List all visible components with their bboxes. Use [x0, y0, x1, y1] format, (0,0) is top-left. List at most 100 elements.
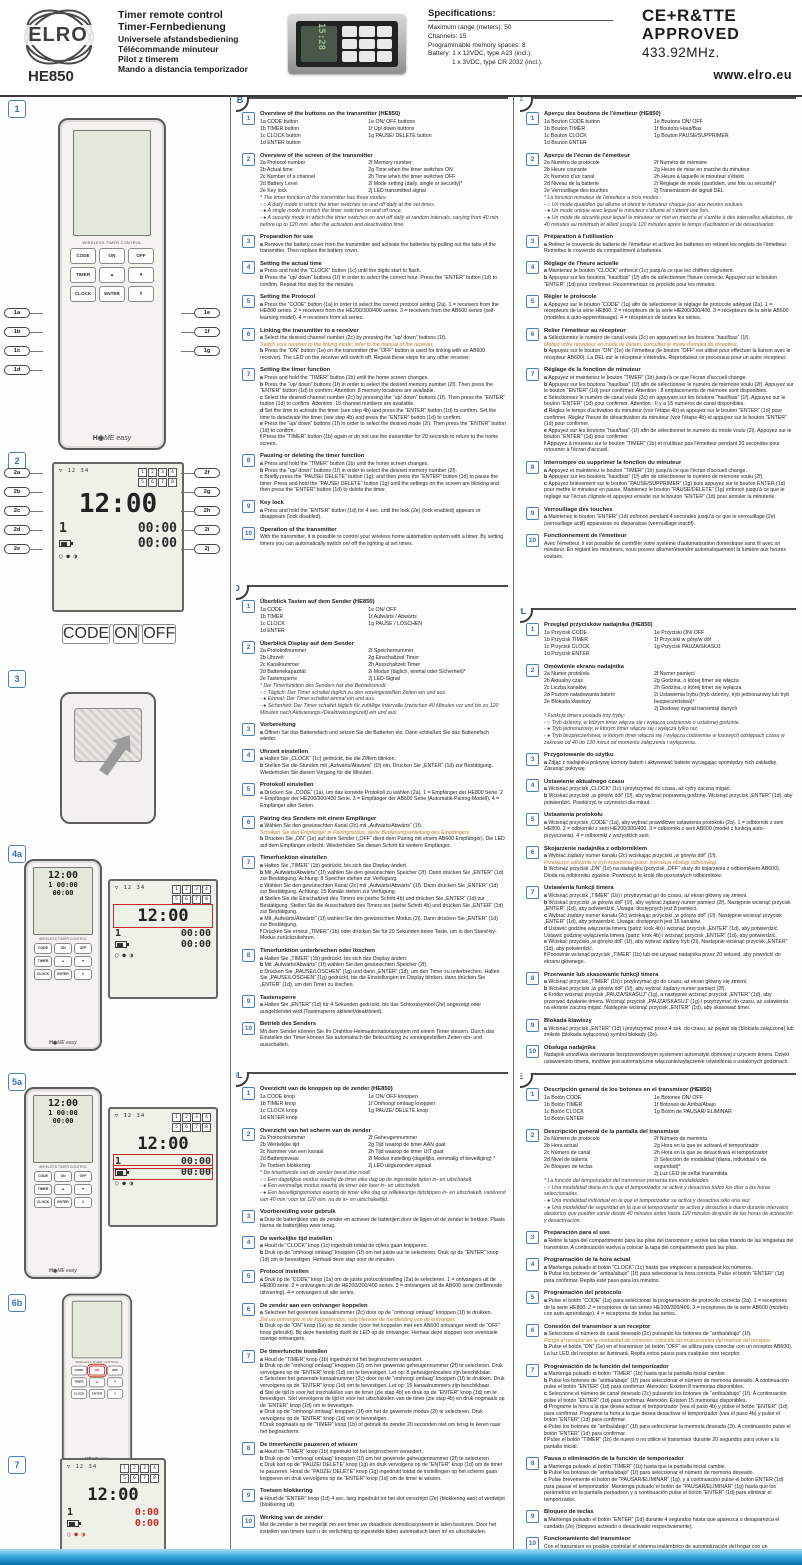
step-line: b Pulse los botones de “arriba/abajo” (1…	[544, 1377, 789, 1391]
mode-icons-row: ○ ● ◑	[67, 1531, 159, 1538]
language-rule: E	[520, 1073, 796, 1088]
memory-box: 2	[182, 885, 191, 894]
callout-label: 1d Botón ENTER	[544, 1115, 584, 1122]
item-title: Ustawienie aktualnego czasu	[544, 778, 625, 785]
step-line: a Remove the battery cover from the tran…	[260, 241, 496, 255]
item-number: 9	[526, 1509, 539, 1523]
timer-on-time: 0:00	[134, 1507, 159, 1518]
callout-label: 2j LED-Signal	[368, 676, 400, 683]
timer-off-row: 0:00	[67, 1518, 159, 1529]
step-line: a Duw de batterijklep van de zender en a…	[260, 1216, 505, 1230]
step-line: b Press the “up/ down” buttons (1f) in o…	[260, 467, 457, 474]
channel-number-display: 1	[59, 521, 67, 536]
callout-label: 2a Protokollnummer	[260, 648, 307, 655]
step-line: * La fonction minuteur de l'émetteur a t…	[544, 195, 662, 202]
item-number: 4	[526, 1257, 539, 1271]
item-title: Descripción general de los botones en el…	[544, 1087, 712, 1093]
item-body: Przegląd przycisków nadajnika (HE850)1a …	[544, 622, 794, 658]
item-number: 7	[242, 855, 255, 869]
callout-label: 1d ENTER button	[260, 139, 301, 146]
mode-icons: ○ ● ◑	[59, 553, 78, 560]
item-body: Overview of the buttons on the transmitt…	[260, 111, 506, 147]
memory-box: 1	[172, 885, 181, 894]
callout-label: 1a CODE button	[260, 118, 299, 125]
step-line: a Wybrać żądany numer kanału (2c) wciska…	[544, 853, 717, 860]
step-line: - ○ Un mode quotidien qui allume et étei…	[544, 201, 744, 208]
home-easy-logo: H◉ME easy	[49, 1040, 77, 1046]
step-line: a Houd de “TIMER” knop (1b) ingedrukt to…	[260, 1356, 423, 1363]
mode-icons: ○ ● ◑	[67, 1531, 86, 1538]
actual-time-display: 12:00	[137, 1134, 189, 1154]
step-line: b Wcisnąć przycisk „ON” (1e) na nadajnik…	[544, 866, 781, 879]
callout-label: 2a Protocol number	[260, 160, 306, 167]
callout-label: 2g Time when the timer switches ON	[368, 167, 453, 174]
note-line: Schalten Sie den Empfänger in Pairingmod…	[260, 829, 471, 836]
callout-label: 2c Liczba kanałów	[544, 685, 587, 692]
callout-label: 1b Przycisk TIMER	[544, 636, 589, 643]
step-line: a Wcisnąć przycisk „TIMER” (1b) i przytr…	[544, 892, 748, 899]
key-enter: ENTER	[99, 286, 125, 302]
step-line: a Wcisnąć przycisk „TIMER” (1b) i przytr…	[544, 979, 748, 986]
step-line: a Seleccione el número de canal deseado …	[544, 1331, 752, 1338]
item-number: 1	[242, 111, 255, 125]
step-line: a Retire la tapa del compartimento para …	[544, 1237, 794, 1251]
callout-label: 1b Botón TIMER	[544, 1101, 583, 1108]
item-title: Préparation à l'utilisation	[544, 234, 614, 241]
item-title: Tastensperre	[260, 994, 296, 1001]
step-line: b Mit „Aufwärts/Abwärts“ (1f) wählen Sie…	[260, 869, 504, 883]
callout-label: 2i Selección de modalidad (diaria, indiv…	[654, 1157, 767, 1171]
memory-box: 4	[202, 885, 211, 894]
key-code: CODE	[62, 624, 111, 644]
item-title: Réglage de l'heure actuelle	[544, 260, 619, 267]
memory-box: 1	[172, 1113, 181, 1122]
callout-label: 1e ON/ OFF	[368, 606, 397, 613]
key-: ▲	[99, 267, 125, 283]
memory-box: 2	[130, 1464, 139, 1473]
timer-off-time: 00:00	[137, 536, 177, 551]
manual-item: 1 Overview of the buttons on the transmit…	[242, 111, 506, 147]
item-title: De werkelijke tijd instellen	[260, 1235, 333, 1242]
channel-number-display: 1	[115, 928, 122, 939]
item-title: De zender aan een ontvanger koppelen	[260, 1302, 368, 1309]
key-: ▼	[74, 1184, 92, 1195]
section-nl: NL1Overzicht van de knoppen op de zender…	[236, 1072, 508, 1549]
memory-box: 4	[150, 1464, 159, 1473]
title-nl: Universele afstandsbediening	[118, 33, 239, 44]
callout-label: 2c Numéro d'un canal	[544, 174, 595, 181]
item-title: Przygotowanie do użytku	[544, 752, 614, 759]
step-line: c Selecteer het gewenste kanaalnummer (2…	[260, 1376, 505, 1389]
battery-level-icon	[115, 941, 129, 948]
specs-title: Specifications:	[428, 8, 613, 21]
step-line: b Druk op de “omhoog/ omlaag” knoppen (1…	[260, 1363, 503, 1376]
callout-label: 1f Boutons Haut/Bas	[654, 125, 702, 132]
